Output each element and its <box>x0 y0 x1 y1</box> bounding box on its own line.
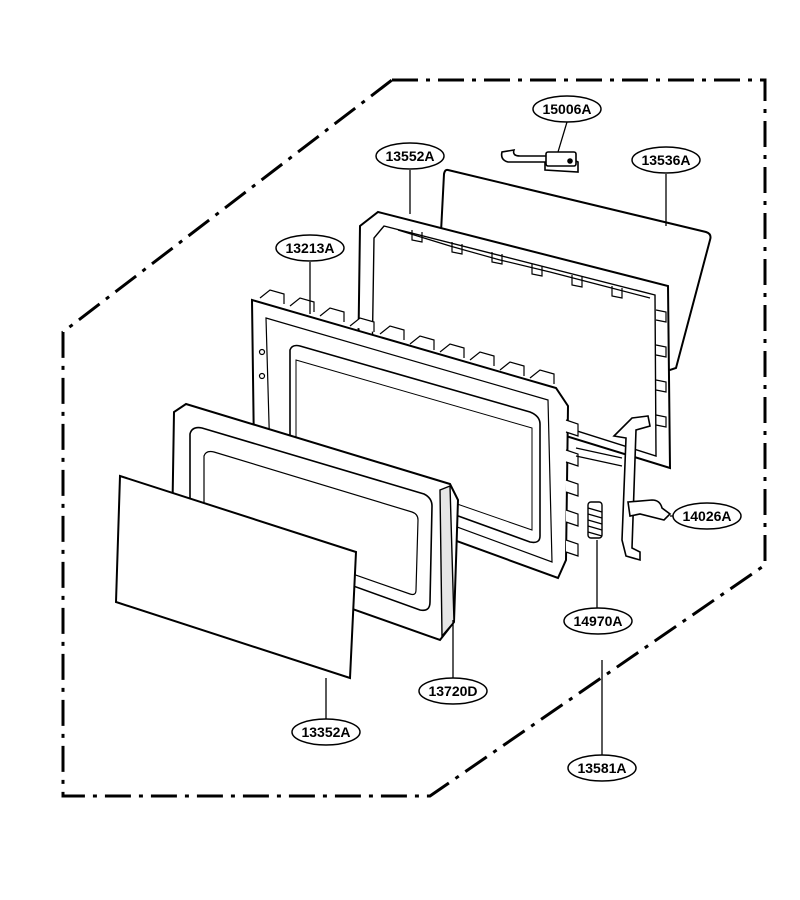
svg-text:13536A: 13536A <box>641 152 690 168</box>
leader-lines <box>309 121 684 755</box>
svg-text:13352A: 13352A <box>301 724 350 740</box>
callout-13552A: 13552A <box>375 142 445 170</box>
svg-text:13581A: 13581A <box>577 760 626 776</box>
callout-13720D: 13720D <box>418 677 488 705</box>
callout-13581A: 13581A <box>567 754 637 782</box>
part-13552A-choke-frame <box>356 210 672 470</box>
svg-text:13720D: 13720D <box>428 683 477 699</box>
part-14026A-latch-lever <box>575 415 672 562</box>
part-13213A-door-frame <box>250 289 579 580</box>
svg-text:13213A: 13213A <box>285 240 334 256</box>
callout-14026A: 14026A <box>672 502 742 530</box>
part-15006A-latch-hook <box>500 148 579 173</box>
svg-text:13552A: 13552A <box>385 148 434 164</box>
svg-text:14970A: 14970A <box>573 613 622 629</box>
callout-13213A: 13213A <box>275 234 345 262</box>
part-13720D-inner-frame <box>170 402 460 642</box>
callout-15006A: 15006A <box>532 95 602 123</box>
assembly-boundary <box>61 78 767 798</box>
callout-14970A: 14970A <box>563 607 633 635</box>
callout-13536A: 13536A <box>631 146 701 174</box>
part-14970A-spring <box>587 501 603 539</box>
svg-text:15006A: 15006A <box>542 101 591 117</box>
callout-13352A: 13352A <box>291 718 361 746</box>
part-13352A-outer-glass <box>114 474 358 680</box>
svg-text:14026A: 14026A <box>682 508 731 524</box>
